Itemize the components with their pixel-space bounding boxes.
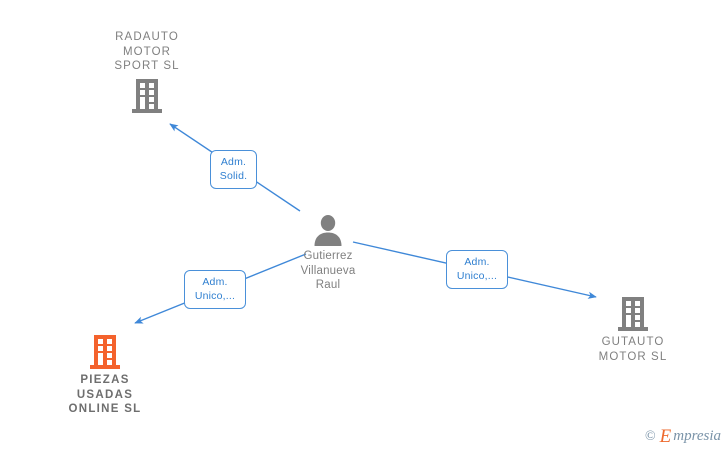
node-gutierrez-villanueva-raul[interactable]: Gutierrez Villanueva Raul — [258, 214, 398, 293]
building-icon — [77, 78, 217, 114]
copyright-symbol: © — [645, 428, 656, 444]
node-gutauto-motor-sl[interactable]: GUTAUTO MOTOR SL — [570, 296, 696, 364]
node-label: PIEZAS USADAS ONLINE SL — [68, 374, 142, 415]
brand-name: mpresia — [673, 428, 722, 444]
node-label: GUTAUTO MOTOR SL — [598, 336, 668, 363]
empresia-watermark: © E mpresia — [645, 427, 721, 446]
node-radauto-motor-sport-sl[interactable]: RADAUTO MOTOR SPORT SL — [77, 30, 217, 114]
edge-label-adm-solid[interactable]: Adm. Solid. — [210, 150, 257, 189]
person-icon — [258, 214, 398, 246]
brand-initial: E — [659, 426, 672, 447]
edge-label-adm-unico-piezas[interactable]: Adm. Unico,... — [184, 270, 246, 309]
node-piezas-usadas-online-sl[interactable]: PIEZAS USADAS ONLINE SL — [35, 334, 175, 417]
building-icon — [570, 296, 696, 332]
edge-label-adm-unico-gutauto[interactable]: Adm. Unico,... — [446, 250, 508, 289]
node-label: RADAUTO MOTOR SPORT SL — [114, 31, 180, 72]
building-icon — [35, 334, 175, 370]
node-label: Gutierrez Villanueva Raul — [300, 250, 356, 291]
